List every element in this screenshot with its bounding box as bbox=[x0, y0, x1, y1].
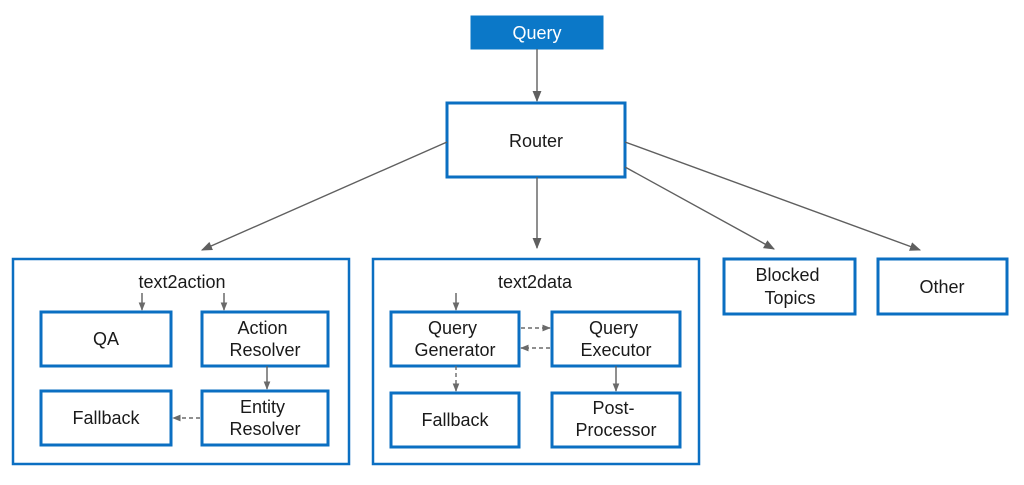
post-processor-line-1: Post- bbox=[592, 398, 634, 418]
text2action-group: text2action QA Action Resolver Fallback … bbox=[11, 257, 351, 466]
blocked-topics-line-2: Topics bbox=[764, 288, 815, 308]
edge-router-other bbox=[624, 141, 922, 251]
query-label: Query bbox=[512, 23, 561, 43]
query-generator-node: Query Generator bbox=[389, 310, 521, 368]
entity-resolver-label: Entity Resolver bbox=[229, 397, 300, 439]
fallback-node: Fallback bbox=[39, 389, 173, 447]
action-resolver-line-2: Resolver bbox=[229, 340, 300, 360]
entity-resolver-line-1: Entity bbox=[240, 397, 285, 417]
query-executor-label: Query Executor bbox=[580, 318, 651, 360]
blocked-topics-node: Blocked Topics bbox=[722, 257, 857, 316]
qa-label: QA bbox=[93, 329, 119, 349]
action-resolver-node: Action Resolver bbox=[200, 310, 330, 368]
text2action-title: text2action bbox=[138, 272, 225, 292]
text2data-fallback-node: Fallback bbox=[389, 391, 521, 449]
fallback-label: Fallback bbox=[72, 408, 140, 428]
query-generator-line-1: Query bbox=[428, 318, 477, 338]
other-node: Other bbox=[876, 257, 1009, 316]
router-label: Router bbox=[509, 131, 563, 151]
entity-resolver-node: Entity Resolver bbox=[200, 389, 330, 447]
query-generator-label: Query Generator bbox=[414, 318, 495, 360]
text2data-group: text2data Query Generator Query Executor… bbox=[371, 257, 701, 466]
edge-router-text2action bbox=[200, 141, 448, 251]
post-processor-line-2: Processor bbox=[575, 420, 656, 440]
post-processor-label: Post- Processor bbox=[575, 398, 656, 440]
entity-resolver-line-2: Resolver bbox=[229, 419, 300, 439]
action-resolver-line-1: Action bbox=[237, 318, 287, 338]
post-processor-node: Post- Processor bbox=[550, 391, 682, 449]
qa-node: QA bbox=[39, 310, 173, 368]
query-node: Query bbox=[470, 15, 604, 50]
edge-router-blocked-topics bbox=[624, 166, 775, 250]
blocked-topics-line-1: Blocked bbox=[755, 265, 819, 285]
other-label: Other bbox=[919, 277, 964, 297]
text2data-fallback-label: Fallback bbox=[421, 410, 489, 430]
router-node: Router bbox=[445, 101, 627, 179]
query-generator-line-2: Generator bbox=[414, 340, 495, 360]
query-executor-node: Query Executor bbox=[550, 310, 682, 368]
blocked-topics-label: Blocked Topics bbox=[755, 265, 824, 308]
action-resolver-label: Action Resolver bbox=[229, 318, 300, 360]
query-executor-line-1: Query bbox=[589, 318, 638, 338]
query-executor-line-2: Executor bbox=[580, 340, 651, 360]
text2data-title: text2data bbox=[498, 272, 573, 292]
